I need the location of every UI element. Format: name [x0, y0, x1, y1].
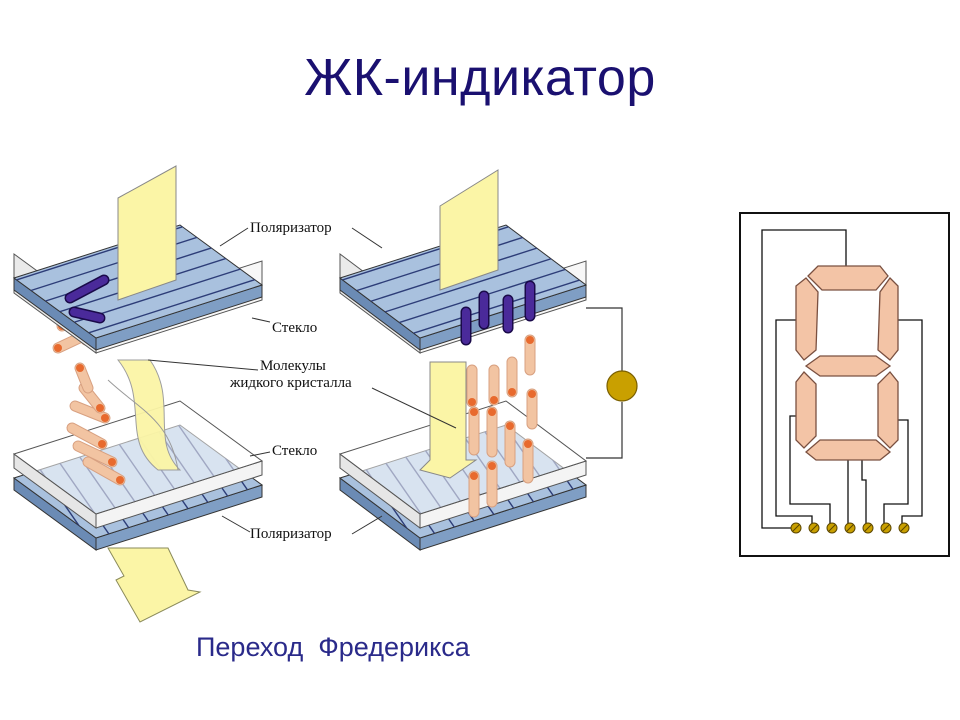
molecule: [486, 406, 498, 458]
segment-a: [807, 265, 889, 291]
voltage-source-icon: [606, 370, 638, 402]
dark-molecules-left: [64, 274, 110, 324]
molecule: [72, 440, 118, 468]
segment-d: [804, 439, 892, 461]
labels: Поляризатор Стекло Молекулы жидкого крис…: [147, 220, 457, 542]
molecule: [466, 364, 478, 408]
segment-c: [877, 371, 899, 449]
molecule: [506, 356, 518, 398]
seven-segment-display: [739, 212, 950, 557]
molecule: [504, 420, 516, 468]
label-polarizer-top: Поляризатор: [250, 220, 332, 236]
molecule: [468, 406, 480, 456]
label-molecules-1: Молекулы: [260, 358, 326, 374]
segment-g: [804, 355, 892, 377]
light-exit-arrow-left: [107, 547, 202, 623]
dark-molecules-right: [460, 280, 536, 346]
label-glass-bottom: Стекло: [272, 443, 317, 459]
light-in-left: [117, 165, 177, 301]
label-molecules-2: жидкого кристалла: [229, 375, 352, 391]
caption-frederiks-transition: Переход Фредерикса: [196, 632, 470, 662]
bottom-glass-left: [12, 400, 264, 529]
voltage-source-circuit: [586, 307, 638, 459]
segment-e: [795, 371, 817, 449]
light-in-right: [439, 169, 499, 291]
label-glass-top: Стекло: [272, 320, 317, 336]
segment-b: [877, 276, 899, 361]
molecule: [522, 438, 534, 484]
molecule: [82, 456, 126, 486]
display-frame: [739, 212, 950, 557]
molecule: [526, 388, 538, 430]
right-stack-on-state: [338, 169, 638, 551]
segment-wiring: [761, 229, 923, 529]
segment-f: [795, 277, 819, 361]
lc-molecules-right: [466, 334, 538, 518]
molecule: [488, 364, 500, 406]
molecule: [69, 400, 111, 424]
molecule: [486, 460, 498, 508]
label-polarizer-bottom: Поляризатор: [250, 526, 332, 542]
light-blocked-arrow-right: [419, 361, 478, 479]
molecule: [468, 470, 480, 518]
molecule: [66, 422, 108, 450]
molecule: [524, 334, 536, 376]
molecule: [74, 362, 94, 394]
page-title: ЖК-индикатор: [304, 49, 656, 107]
